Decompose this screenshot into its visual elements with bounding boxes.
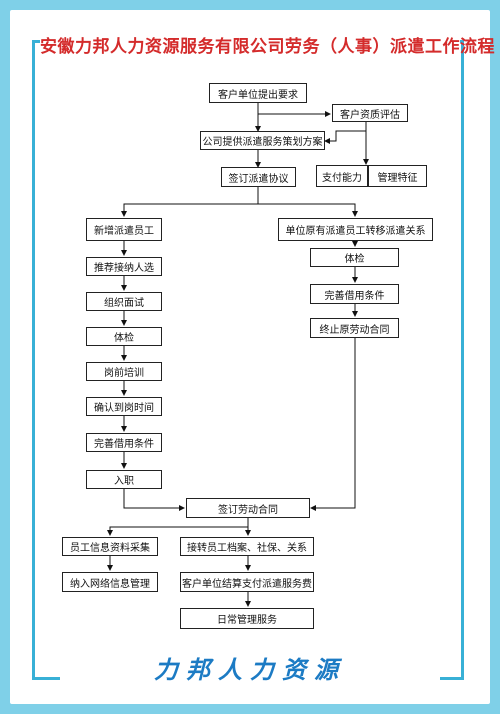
step-recommend-candidates: 推荐接纳人选 <box>86 257 162 276</box>
connector <box>107 518 249 536</box>
step-client-settlement: 客户单位结算支付派遣服务费 <box>180 572 314 592</box>
step-borrow-conditions-right: 完善借用条件 <box>310 284 399 304</box>
connector <box>123 489 185 511</box>
connector <box>121 187 259 217</box>
step-client-qualification: 客户资质评估 <box>332 104 408 122</box>
step-transfer-files-insurance: 接转员工档案、社保、关系 <box>180 537 314 556</box>
step-sign-dispatch-agreement: 签订派遣协议 <box>221 167 296 187</box>
step-client-request: 客户单位提出要求 <box>209 83 307 103</box>
page-title: 安徽力邦人力资源服务有限公司劳务（人事）派遣工作流程 <box>40 32 495 62</box>
step-sign-labor-contract: 签订劳动合同 <box>186 498 310 518</box>
step-collect-employee-info: 员工信息资料采集 <box>62 537 158 556</box>
step-network-info-management: 纳入网络信息管理 <box>62 572 158 592</box>
step-confirm-start-date: 确认到岗时间 <box>86 397 162 416</box>
footer-strip <box>60 648 440 692</box>
connector <box>324 122 367 144</box>
step-onboarding: 入职 <box>86 470 162 489</box>
step-interview: 组织面试 <box>86 292 162 311</box>
connector <box>310 338 356 511</box>
step-transfer-existing-employees: 单位原有派遣员工转移派遣关系 <box>278 218 433 241</box>
step-new-dispatch-employee: 新增派遣员工 <box>86 218 162 241</box>
brand-logo-text: 力邦人力资源 <box>154 656 346 684</box>
step-pre-job-training: 岗前培训 <box>86 362 162 381</box>
step-medical-check-left: 体检 <box>86 327 162 346</box>
step-medical-check-right: 体检 <box>310 248 399 267</box>
connector <box>257 103 331 117</box>
criteria-management: 管理特征 <box>368 165 427 187</box>
connector <box>258 203 358 217</box>
step-borrow-conditions-left: 完善借用条件 <box>86 433 162 452</box>
criteria-payment-capacity: 支付能力 <box>316 165 368 187</box>
step-service-plan: 公司提供派遣服务策划方案 <box>200 131 325 150</box>
step-terminate-original-contract: 终止原劳动合同 <box>310 318 399 338</box>
step-daily-management: 日常管理服务 <box>180 608 314 629</box>
